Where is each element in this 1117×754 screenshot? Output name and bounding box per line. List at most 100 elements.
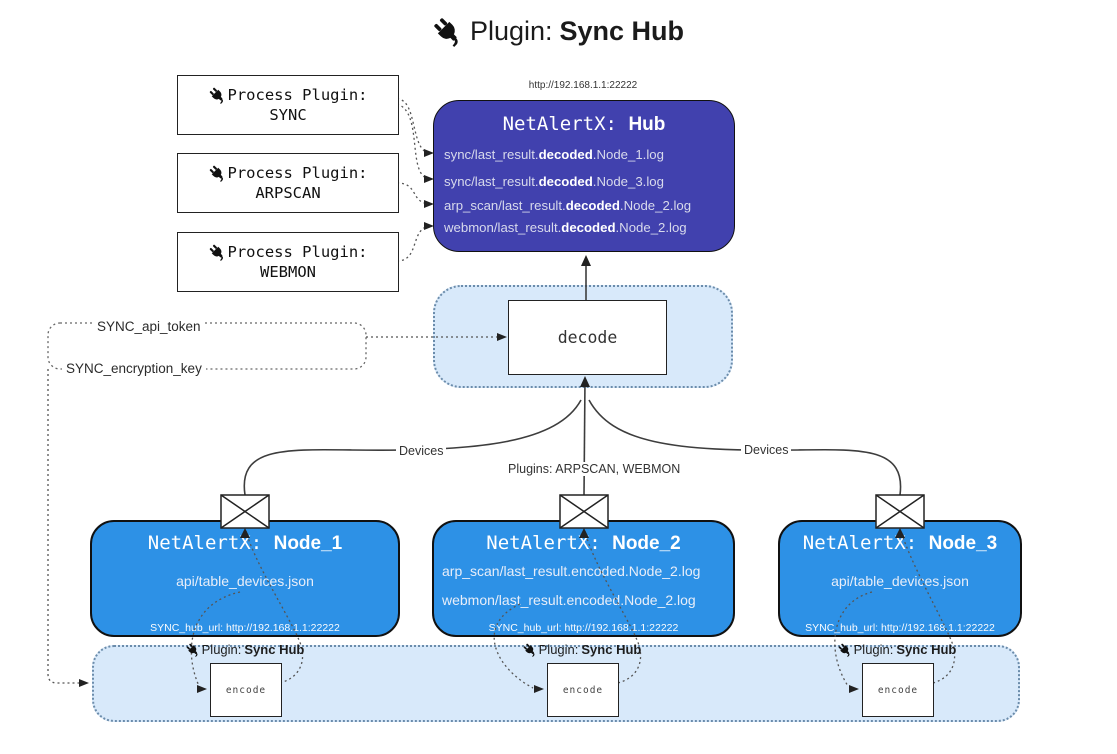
node3-to-encode-link xyxy=(834,591,873,687)
process-plugin-name: WEBMON xyxy=(260,263,316,281)
encode-to-node3-link xyxy=(900,530,956,684)
node-title: NetAlertX: Node_2 xyxy=(434,532,733,555)
sync-api-token-label: SYNC_api_token xyxy=(93,319,205,334)
arrow-into-decode-left xyxy=(497,333,507,341)
process-plugin-arpscan-box: Process Plugin: ARPSCAN xyxy=(177,153,399,213)
plug-icon xyxy=(520,640,540,660)
node1-to-decode-curve xyxy=(243,399,582,496)
log-bold: decoded xyxy=(561,220,616,235)
plugins-mid-label: Plugins: ARPSCAN, WEBMON xyxy=(505,462,680,476)
keys-loop-outline xyxy=(47,322,367,370)
encode-plugin-name: Sync Hub xyxy=(896,642,957,657)
node2-to-decode-line xyxy=(583,378,586,496)
process-plugin-label: Process Plugin: xyxy=(209,243,368,261)
log-bold: decoded xyxy=(565,198,620,213)
node-1-box: NetAlertX: Node_1 api/table_devices.json… xyxy=(90,520,400,637)
log-pre: webmon/last_result. xyxy=(444,220,562,235)
process-plugin-webmon-box: Process Plugin: WEBMON xyxy=(177,232,399,292)
log-pre: sync/last_result. xyxy=(444,174,539,189)
solid-flow-lines xyxy=(243,258,902,496)
encode-plugin-name: Sync Hub xyxy=(581,642,642,657)
log-post: .Node_1.log xyxy=(592,147,664,162)
node-title-name: Node_3 xyxy=(928,533,998,554)
node-file-line: api/table_devices.json xyxy=(176,573,314,589)
arrow-log2 xyxy=(424,175,434,183)
sync-to-log1-link xyxy=(396,98,431,154)
log-pre: sync/last_result. xyxy=(444,147,539,162)
webmon-to-log4-link xyxy=(396,225,431,262)
hub-log-entry: arp_scan/last_result.decoded.Node_2.log xyxy=(444,198,691,213)
process-plugin-label: Process Plugin: xyxy=(209,164,368,182)
node-title: NetAlertX: Node_1 xyxy=(92,532,398,555)
node-title-name: Node_1 xyxy=(273,533,343,554)
plug-icon xyxy=(205,240,229,264)
process-plugin-name: ARPSCAN xyxy=(255,184,321,202)
hub-log-entry: sync/last_result.decoded.Node_3.log xyxy=(444,174,664,189)
decode-box: decode xyxy=(508,300,667,375)
arrowheads xyxy=(79,149,905,693)
node-title-prefix: NetAlertX: xyxy=(802,532,929,554)
process-plugin-text: Process Plugin: xyxy=(227,86,368,104)
arrow-into-hub xyxy=(581,255,591,266)
arrow-into-envelope1 xyxy=(240,528,250,538)
log-post: .Node_2.log xyxy=(615,220,687,235)
envelope-icon xyxy=(559,494,609,529)
envelope-icon xyxy=(220,494,270,529)
encryption-key-to-encode-link xyxy=(47,369,79,684)
plug-icon xyxy=(835,640,855,660)
page-title-name: Sync Hub xyxy=(559,16,685,46)
log-pre: arp_scan/last_result. xyxy=(444,198,566,213)
plug-icon xyxy=(427,10,469,52)
arrow-into-encode1 xyxy=(197,685,207,693)
log-bold: decoded xyxy=(538,147,593,162)
log-post: .Node_2.log xyxy=(619,198,692,213)
envelope-icon xyxy=(875,494,925,529)
process-plugin-text: Process Plugin: xyxy=(227,164,368,182)
hub-log-entry: webmon/last_result.decoded.Node_2.log xyxy=(444,220,687,235)
encode-plugin-prefix: Plugin: xyxy=(538,642,579,657)
sync-to-log2-link xyxy=(396,103,431,180)
arpscan-to-log3-link xyxy=(396,182,431,205)
encode-plugin-label: Plugin: Sync Hub xyxy=(180,642,310,657)
node-file-line: api/table_devices.json xyxy=(831,573,969,589)
plug-icon xyxy=(205,161,229,185)
log-post: .Node_3.log xyxy=(592,174,664,189)
arrow-into-envelope3 xyxy=(895,528,905,538)
node-file-line: webmon/last_result.encoded.Node_2.log xyxy=(442,592,696,608)
envelope-icons xyxy=(220,494,925,529)
process-plugin-name: SYNC xyxy=(269,106,307,124)
node-title-prefix: NetAlertX: xyxy=(147,532,274,554)
log-bold: decoded xyxy=(538,174,593,189)
plug-icon xyxy=(183,640,203,660)
encode-to-node2-link xyxy=(584,530,642,684)
devices-right-label: Devices xyxy=(741,443,792,457)
hub-title-prefix: NetAlertX: xyxy=(502,113,629,135)
node-title-name: Node_2 xyxy=(612,533,681,554)
encode-box: encode xyxy=(547,663,619,717)
process-plugin-label: Process Plugin: xyxy=(209,86,368,104)
encode-plugin-prefix: Plugin: xyxy=(853,642,894,657)
arrow-into-decode-bottom xyxy=(580,376,590,387)
node-file-line: arp_scan/last_result.encoded.Node_2.log xyxy=(442,563,701,579)
node-title-prefix: NetAlertX: xyxy=(486,532,613,554)
hub-log-entry: sync/last_result.decoded.Node_1.log xyxy=(444,147,664,162)
process-plugin-sync-box: Process Plugin: SYNC xyxy=(177,75,399,135)
arrow-log4 xyxy=(424,222,434,230)
sync-encryption-key-label: SYNC_encryption_key xyxy=(62,361,206,376)
page-title-prefix: Plugin: xyxy=(469,16,553,46)
arrow-into-encode-container xyxy=(79,679,89,687)
encode-box: encode xyxy=(210,663,282,717)
arrow-into-encode2 xyxy=(534,685,544,693)
process-plugin-text: Process Plugin: xyxy=(227,243,368,261)
encode-to-node1-link xyxy=(245,530,304,684)
node-title: NetAlertX: Node_3 xyxy=(780,532,1020,555)
hub-box: NetAlertX: Hub sync/last_result.decoded.… xyxy=(433,100,735,252)
hub-title-name: Hub xyxy=(628,114,666,135)
arrow-log1 xyxy=(424,149,434,157)
dotted-links xyxy=(47,98,956,689)
arrow-into-encode3 xyxy=(849,685,859,693)
plug-icon xyxy=(205,83,229,107)
encode-plugin-label: Plugin: Sync Hub xyxy=(832,642,962,657)
